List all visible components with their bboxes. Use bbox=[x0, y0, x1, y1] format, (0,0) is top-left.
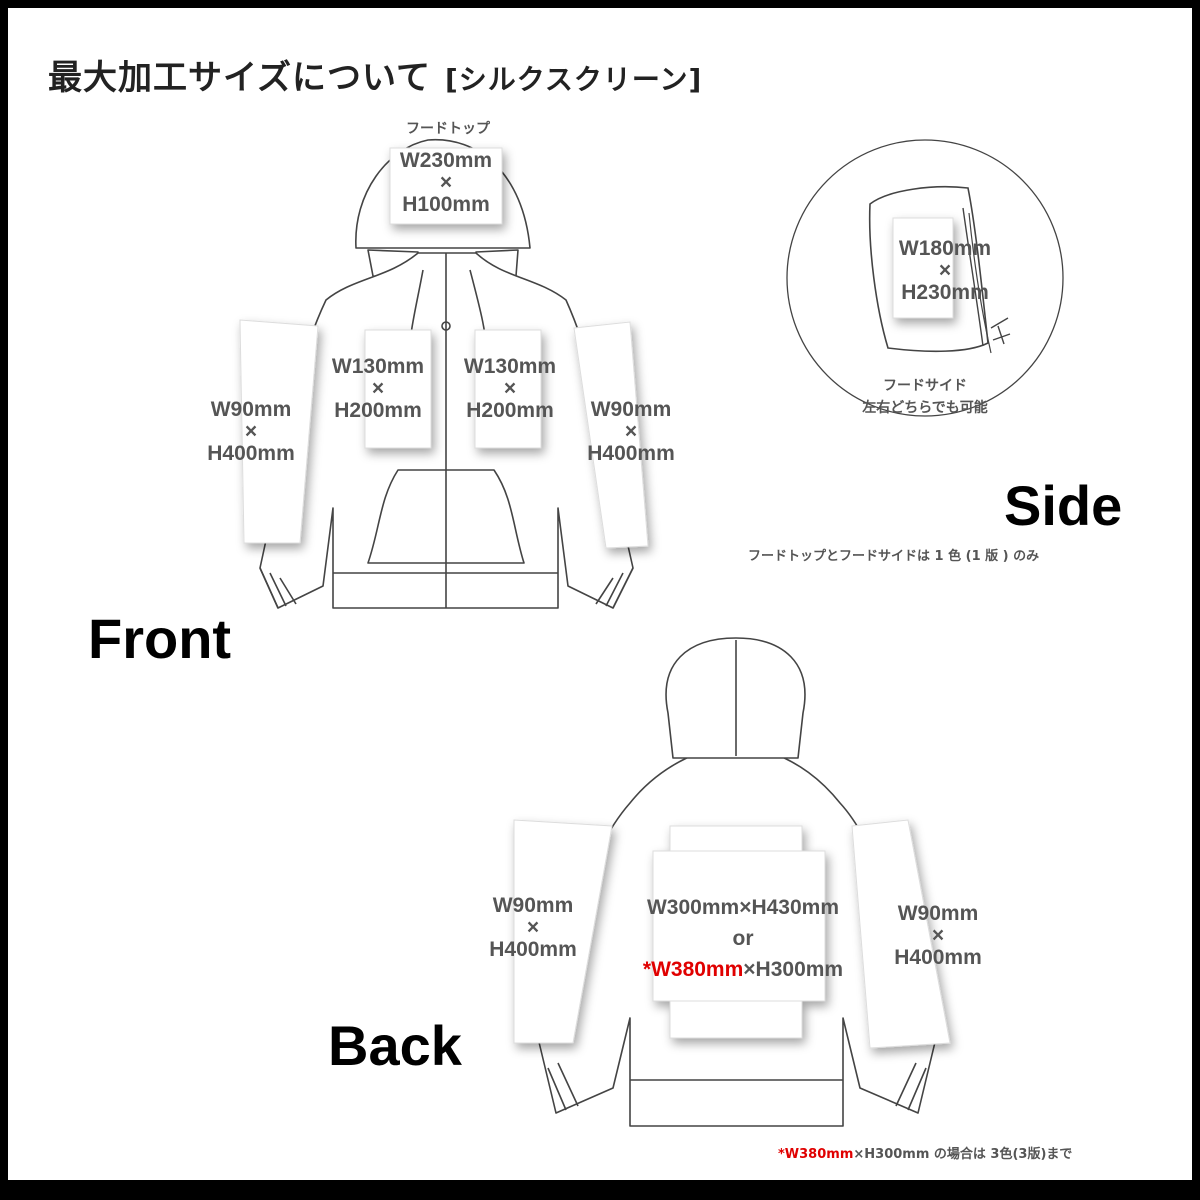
front-sleeve-right-size-label: W90mm×H400mm bbox=[587, 398, 675, 465]
front-view-label: Front bbox=[88, 607, 232, 670]
footnote-red-highlight: *W380mm bbox=[778, 1147, 854, 1162]
back-center-red-highlight: *W380mm bbox=[642, 958, 744, 981]
back-center-area-wide bbox=[652, 850, 826, 1002]
side-note: フードトップとフードサイドは 1 色 (1 版 ) のみ bbox=[748, 549, 1040, 564]
hood-top-caption: フードトップ bbox=[406, 121, 490, 137]
front-chest-right-area bbox=[474, 329, 542, 449]
title-main: 最大加工サイズについて bbox=[48, 58, 431, 98]
back-print-areas bbox=[513, 819, 951, 1049]
title-sub: [シルクスクリーン] bbox=[444, 63, 703, 96]
footnote: *W380mm×H300mm の場合は 3色(3版)まで bbox=[778, 1147, 1073, 1162]
side-view bbox=[786, 139, 1064, 417]
page-title: 最大加工サイズについて [シルクスクリーン] bbox=[48, 50, 702, 99]
hood-side-caption: フードサイド左右どちらでも可能 bbox=[862, 378, 988, 416]
back-sleeve-left-size-label: W90mm×H400mm bbox=[489, 894, 577, 961]
back-center-size-label: W300mm×H430mm or *W380mm×H300mm bbox=[642, 896, 844, 981]
diagram-frame: 最大加工サイズについて [シルクスクリーン] Front Side Back フー… bbox=[8, 8, 1192, 1180]
front-chest-left-area bbox=[364, 329, 432, 449]
side-view-label: Side bbox=[1004, 474, 1123, 537]
chest-left-size-label: W130mm×H200mm bbox=[331, 355, 425, 422]
front-sleeve-left-size-label: W90mm×H400mm bbox=[207, 398, 295, 465]
chest-right-size-label: W130mm×H200mm bbox=[463, 355, 557, 422]
back-sleeve-right-size-label: W90mm×H400mm bbox=[894, 902, 982, 969]
hood-side-size-label: W180mm×H230mm bbox=[898, 237, 992, 304]
back-sleeve-left-area bbox=[513, 819, 613, 1044]
garment-illustrations bbox=[239, 138, 1064, 1127]
front-sleeve-left-area bbox=[239, 319, 319, 544]
side-hood-area bbox=[892, 217, 954, 319]
front-sleeve-right-area bbox=[573, 321, 649, 549]
back-sleeve-right-area bbox=[851, 819, 951, 1049]
front-hood-top-area bbox=[389, 147, 503, 225]
front-print-areas bbox=[239, 147, 649, 549]
hood-top-size-label: W230mm×H100mm bbox=[399, 149, 493, 216]
back-view-label: Back bbox=[328, 1014, 462, 1077]
